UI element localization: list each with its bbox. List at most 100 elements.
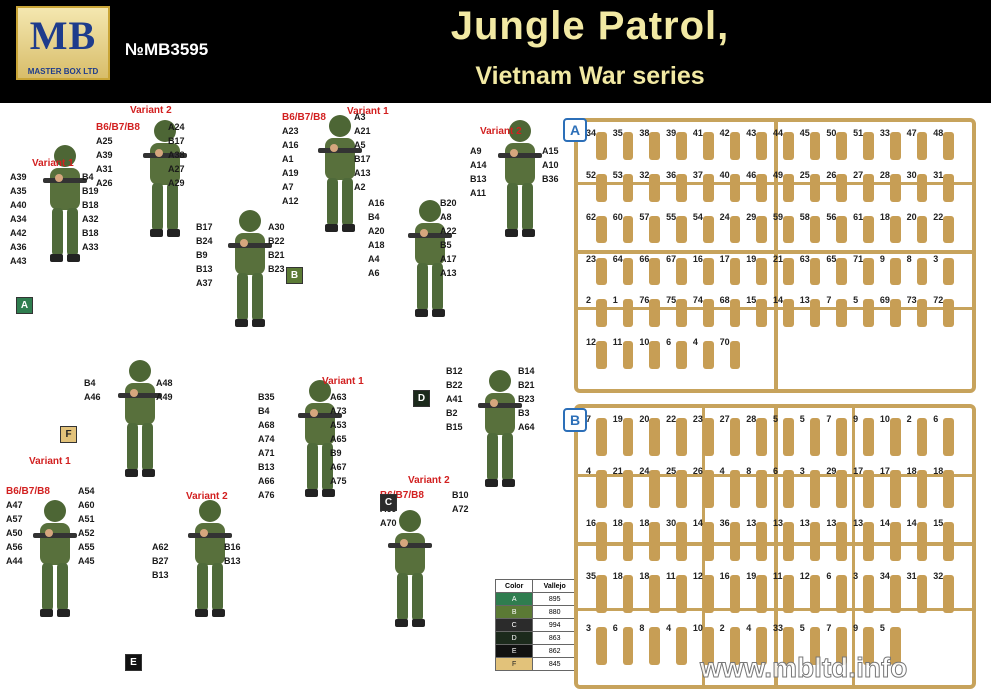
sprue-part-number: 62 (586, 211, 597, 222)
variant-caption: Variant 1 (322, 376, 364, 387)
sprue-part (729, 574, 741, 613)
sprue-part (836, 470, 848, 509)
sprue-part-number: 11 (666, 570, 676, 581)
sprue-part-number: 76 (639, 295, 650, 306)
sprue-part (916, 522, 928, 561)
sprue-part-number: 70 (719, 337, 730, 348)
sprue-part (676, 522, 687, 561)
sprue-part-number: 6 (612, 622, 618, 633)
callout-label: B5 (440, 240, 452, 250)
sprue-part-number: 12 (692, 570, 703, 581)
sprue-part-number: 64 (612, 253, 623, 264)
sprue-b-divider (578, 608, 972, 611)
callout-label: A21 (354, 126, 371, 136)
sprue-part (649, 626, 661, 665)
callout-label: A65 (330, 434, 347, 444)
sprue-part (676, 341, 687, 369)
sprue-part-number: 63 (799, 253, 810, 264)
sprue-part (916, 418, 928, 457)
sprue-part (916, 470, 928, 509)
sprue-part-number: 8 (906, 253, 912, 264)
sprue-part-number: 32 (933, 570, 944, 581)
callout-label: B17 (168, 136, 185, 146)
sprue-part-number: 21 (612, 466, 623, 477)
sprue-part (649, 299, 661, 328)
sprue-part-number: 16 (719, 570, 730, 581)
callout-label: A8 (440, 212, 452, 222)
callout-label: A53 (330, 420, 347, 430)
callout-label: B12 (446, 366, 463, 376)
callout-label: B6/B7/B8 (380, 490, 424, 501)
sprue-part (783, 257, 794, 286)
sprue-part-number: 34 (586, 128, 597, 138)
callout-label: B21 (518, 380, 535, 390)
sprue-part (836, 299, 848, 328)
sprue-part (676, 626, 687, 665)
sprue-part-number: 25 (799, 169, 810, 180)
callout-label: A42 (10, 228, 27, 238)
sprue-part (702, 522, 714, 561)
callout-label: A39 (96, 150, 113, 160)
sprue-part-number: 7 (826, 295, 832, 306)
sprue-part (729, 522, 741, 561)
callout-label: B23 (268, 264, 285, 274)
sprue-part (756, 257, 767, 286)
sprue-part-number: 28 (879, 169, 890, 180)
sprue-part (836, 418, 848, 457)
callout-label: A19 (282, 168, 299, 178)
sprue-part-number: 35 (586, 570, 597, 581)
sprue-part-number: 52 (586, 169, 597, 180)
sprue-part (863, 257, 874, 286)
sprue-part (729, 470, 741, 509)
sprue-part-number: 11 (773, 570, 783, 581)
sprue-part-number: 50 (826, 128, 837, 138)
callout-label: A14 (470, 160, 487, 170)
sprue-part-number: 22 (666, 414, 677, 424)
sprue-part (729, 626, 741, 665)
sprue-part (756, 470, 767, 509)
color-tag-f: F (60, 426, 77, 443)
callout-label: A66 (258, 476, 275, 486)
sprue-part (702, 299, 714, 328)
sprue-part-number: 17 (719, 253, 730, 264)
callout-label: B6/B7/B8 (282, 112, 326, 123)
sprue-part-number: 8 (639, 622, 645, 633)
sprue-part-number: 51 (853, 128, 864, 138)
sprue-part (596, 299, 607, 328)
sprue-part-number: 18 (612, 570, 623, 581)
sprue-part (889, 173, 901, 202)
callout-label: A23 (282, 126, 299, 136)
sprue-part (863, 215, 874, 244)
sprue-part-number: 72 (933, 295, 944, 306)
callout-label: B15 (446, 422, 463, 432)
sprue-part (863, 574, 874, 613)
sprue-part (863, 132, 874, 160)
sprue-part (622, 522, 634, 561)
sprue-part-number: 6 (773, 466, 779, 477)
callout-label: B18 (82, 200, 99, 210)
sprue-part-number: 6 (666, 337, 672, 348)
sprue-part-number: 7 (826, 414, 832, 424)
sprue-part (809, 574, 821, 613)
callout-label: A25 (96, 136, 113, 146)
sprue-part-number: 23 (586, 253, 597, 264)
callout-label: A64 (518, 422, 535, 432)
sprue-part-number: 2 (906, 414, 912, 424)
callout-label: B13 (196, 264, 213, 274)
sprue-part (943, 173, 954, 202)
sprue-part (836, 215, 848, 244)
callout-label: B6/B7/B8 (6, 486, 50, 497)
sprue-part-number: 38 (639, 128, 650, 138)
variant-caption: Variant 2 (130, 105, 172, 116)
sprue-part (596, 522, 607, 561)
sprue-part-number: 39 (666, 128, 677, 138)
sprue-part-number: 4 (692, 337, 698, 348)
callout-label: A75 (330, 476, 347, 486)
sprue-part (729, 215, 741, 244)
sprue-part (809, 215, 821, 244)
callout-label: A34 (10, 214, 27, 224)
sprue-part-number: 21 (773, 253, 784, 264)
